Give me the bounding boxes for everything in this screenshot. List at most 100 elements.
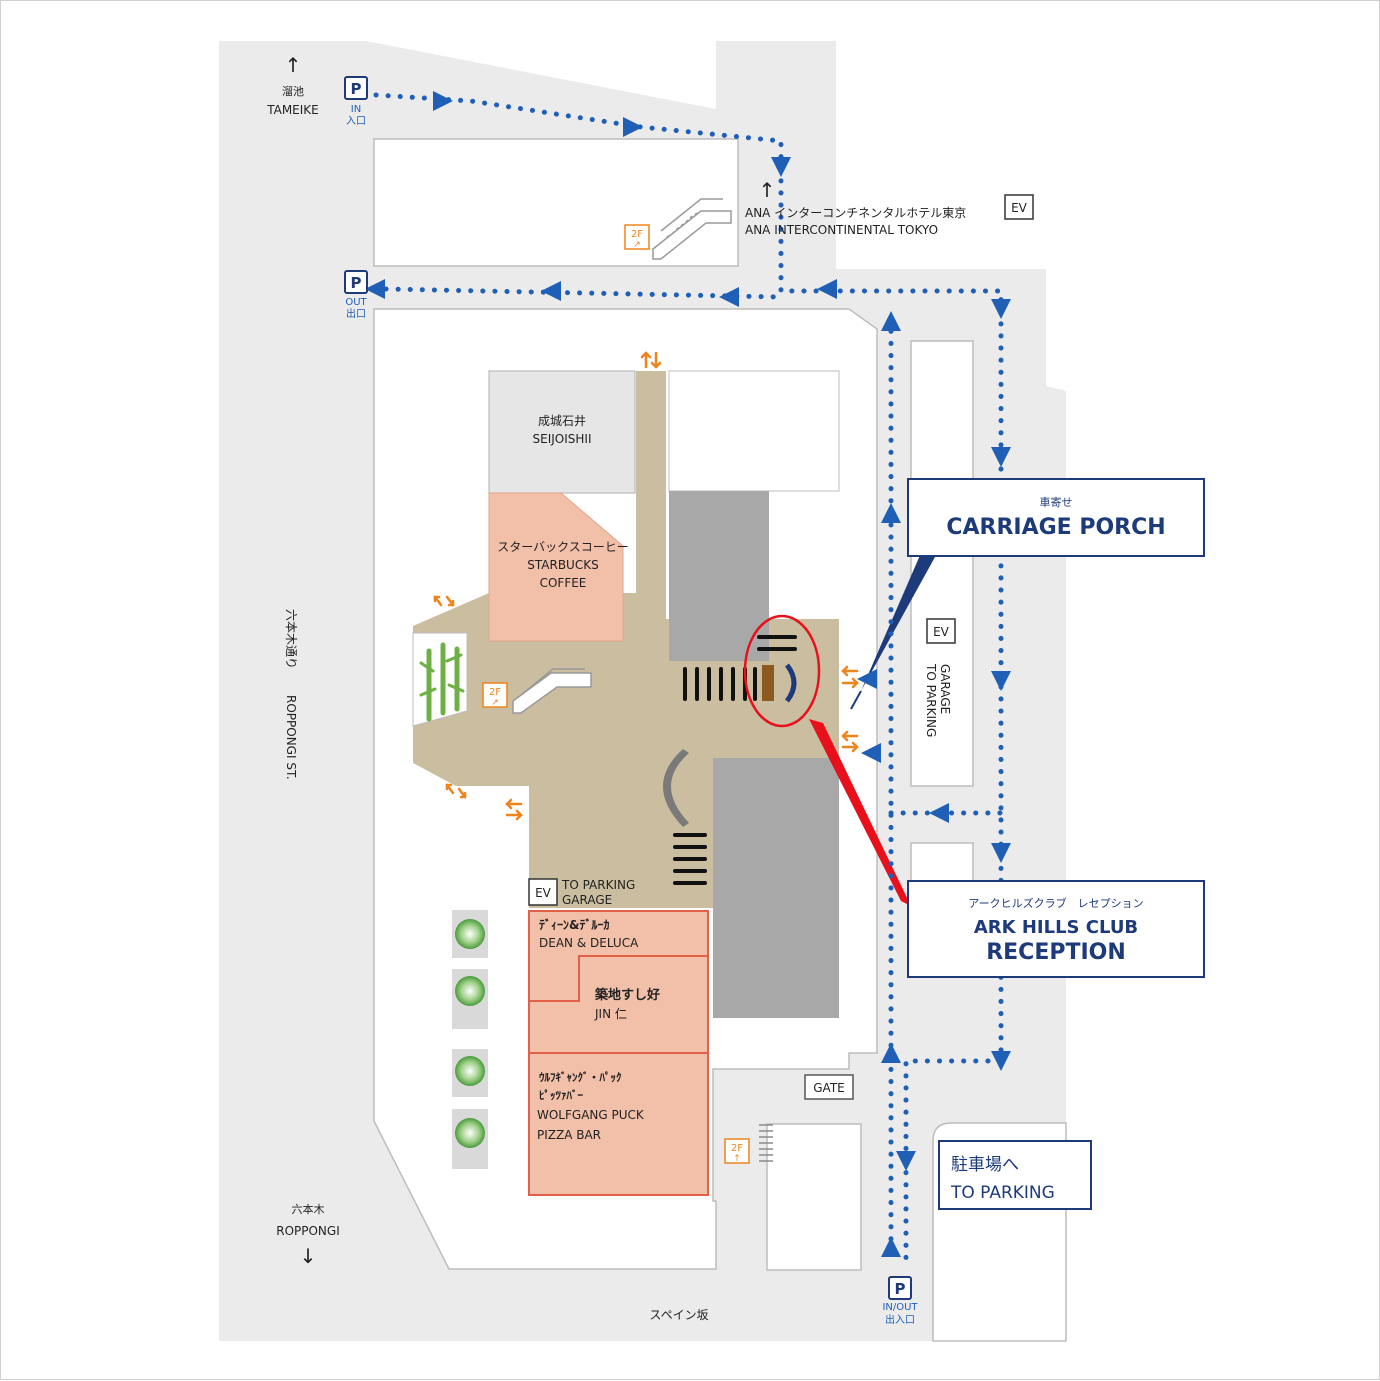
starbucks-shop [488,492,624,642]
svg-text:車寄せ: 車寄せ [1040,495,1073,509]
svg-text:GARAGE: GARAGE [938,664,952,714]
grey-building-upper [669,491,769,661]
entrance-doors-south [673,833,707,885]
svg-text:EV: EV [535,886,552,900]
route-arrowheads [365,91,1011,1257]
svg-text:RECEPTION: RECEPTION [986,940,1126,965]
hotel-label-en: ANA INTERCONTINENTAL TOKYO [745,223,938,237]
svg-text:P: P [351,274,362,292]
svg-text:駐車場へ: 駐車場へ [951,1155,1019,1175]
bamboo-icon [419,642,465,722]
tree-icons [452,910,488,1169]
wolfgang-label-ja2: ﾋﾟｯﾂｧﾊﾞｰ [539,1088,583,1102]
dean-deluca-label-en: DEAN & DELUCA [539,936,639,950]
svg-text:ROPPONGI ST.: ROPPONGI ST. [284,695,298,780]
bidir-arrow-icon [640,351,662,369]
svg-text:↗: ↗ [491,698,499,708]
bidir-arrow-icon [841,665,859,689]
reception-callout: アークヒルズクラブ レセプション ARK HILLS CLUB RECEPTIO… [907,880,1205,978]
svg-text:EV: EV [933,625,950,639]
bidir-arrow-icon [445,783,467,799]
building-north [668,370,840,492]
bidir-arrow-icon [841,730,859,753]
ev-garage: EV [528,878,558,906]
porch-pointer-line [850,690,862,710]
svg-text:IN/OUT: IN/OUT [882,1302,918,1313]
floor-badge-hotel: 2F ↗ [624,224,650,250]
tameike-ja: 溜池 [282,84,304,98]
svg-text:入口: 入口 [346,116,366,127]
floor-badge-gate: 2F ↑ [724,1138,750,1164]
gate-sign: GATE [804,1074,854,1100]
svg-text:GATE: GATE [813,1081,845,1095]
svg-text:IN: IN [351,104,361,115]
svg-text:アークヒルズクラブ レセプション: アークヒルズクラブ レセプション [968,896,1143,910]
carriage-porch-callout: 車寄せ CARRIAGE PORCH [907,478,1205,557]
garage-building-south [766,1123,862,1271]
svg-text:TO PARKING: TO PARKING [924,663,938,737]
floor-badge-plaza: 2F ↗ [482,682,508,708]
escalator-plaza-icon [512,668,592,714]
svg-text:2F: 2F [489,687,501,698]
seijoishii-label-ja: 成城石井 [538,414,586,428]
starbucks-label-ja: スターバックスコーヒー [497,540,629,554]
parking-in-marker: P IN 入口 [344,76,368,127]
dean-deluca-label-ja: ﾃﾞｨｰﾝ&ﾃﾞﾙｰｶ [539,917,609,932]
tree-icon [452,969,488,1029]
svg-text:出入口: 出入口 [885,1313,915,1326]
tsukiji-label-en: JIN 仁 [594,1007,627,1021]
porch-pointer [861,553,935,691]
tree-icon [452,1109,488,1169]
stairs-gate-icon [759,1124,773,1162]
tameike-en: TAMEIKE [266,103,319,117]
seijoishii-shop [488,370,636,494]
to-parking-garage-vertical: TO PARKING GARAGE [924,663,952,737]
south-arrow-icon: ↓ [300,1244,317,1268]
svg-text:六本木通り: 六本木通り [284,609,298,669]
reception-desk-icon [757,635,797,703]
restaurant-block [528,910,709,1196]
plaza [413,371,839,908]
svg-text:↑: ↑ [733,1154,741,1164]
parking-out-marker: P OUT 出口 [344,270,368,320]
svg-text:TO PARKING: TO PARKING [950,1183,1055,1203]
reception-highlight-circle [743,614,821,728]
hotel-building [373,138,739,267]
roppongi-ja: 六本木 [292,1202,325,1216]
svg-text:出口: 出口 [346,307,366,320]
roppongi-st-label: 六本木通り ROPPONGI ST. [284,609,298,780]
starbucks-label-en1: STARBUCKS [527,558,598,572]
to-parking-callout: 駐車場へ TO PARKING [938,1140,1092,1210]
wolfgang-label-en1: WOLFGANG PUCK [537,1108,645,1122]
hotel-label-ja: ANA インターコンチネンタルホテル東京 [745,206,966,220]
svg-text:P: P [895,1280,906,1298]
vehicle-route [373,92,1004,1264]
svg-text:EV: EV [1011,201,1028,215]
svg-text:2F: 2F [731,1143,743,1154]
north-arrow-icon: ↑ [285,53,302,77]
bidir-arrow-icon [433,595,455,607]
grey-building-lower [713,758,839,1018]
tsukiji-label-ja: 築地すし好 [594,987,660,1003]
tree-icon [452,1049,488,1097]
ev-porch: EV [926,618,956,644]
escalator-hotel-icon [652,198,732,260]
roppongi-en: ROPPONGI [276,1224,340,1238]
access-arrow-icons [433,351,859,821]
svg-text:OUT: OUT [345,297,367,308]
to-parking-label-line1: TO PARKING [561,878,635,892]
starbucks-label-en2: COFFEE [540,576,587,590]
svg-text:ARK HILLS CLUB: ARK HILLS CLUB [974,917,1138,938]
wolfgang-label-ja1: ｳﾙﾌｷﾞｬﾝｸﾞ・ﾊﾟｯｸ [539,1070,622,1084]
reception-pointer [809,719,911,906]
bidir-arrow-icon [505,798,523,821]
curved-bench-icon [663,749,689,827]
hotel-arrow-icon: ↑ [759,178,776,202]
to-parking-label-line2: GARAGE [562,893,612,907]
wolfgang-label-en2: PIZZA BAR [537,1128,601,1142]
svg-text:CARRIAGE PORCH: CARRIAGE PORCH [946,515,1165,540]
parking-inout-marker: P IN/OUT 出入口 [882,1276,918,1326]
spain-zaka-label: スペイン坂 [649,1308,708,1322]
